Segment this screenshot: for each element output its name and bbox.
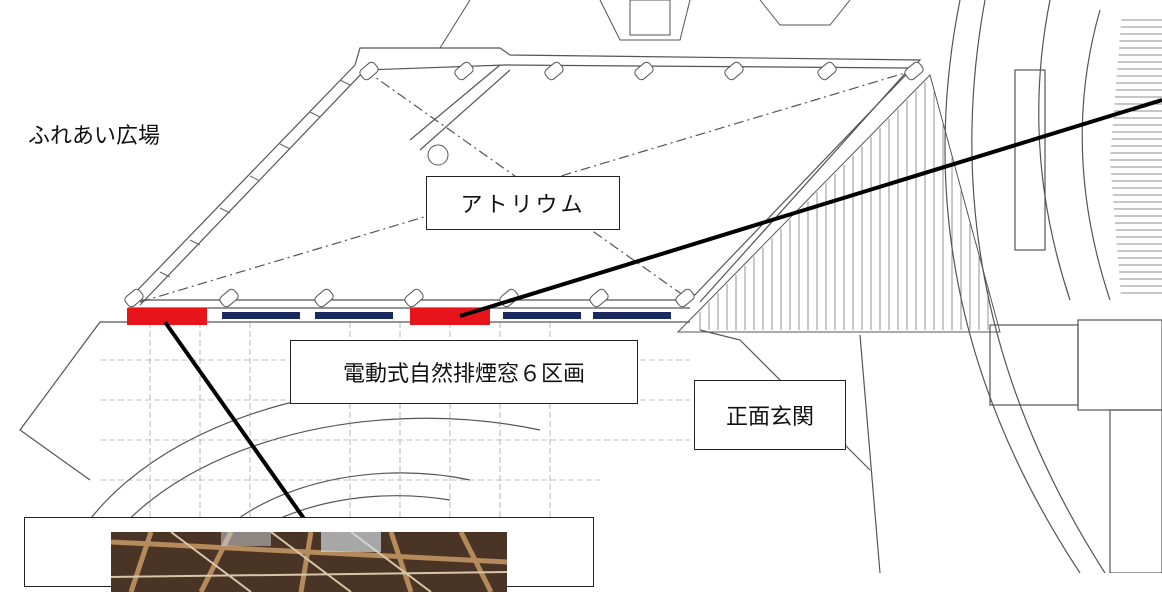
floor-plan-drawing: [19, 0, 1162, 573]
plaza-label: ふれあい広場: [28, 124, 161, 149]
smoke-window-label: 電動式自然排煙窓６区画: [290, 340, 638, 404]
smoke-window-segment: [593, 312, 671, 319]
leader-line-down: [163, 320, 307, 522]
smoke-window-segment: [503, 312, 581, 319]
column-circle: [427, 144, 449, 166]
leader-line-right: [459, 98, 1162, 318]
entrance-canopy: [676, 74, 1001, 333]
smoke-window-segment: [222, 312, 300, 319]
entrance-label: 正面玄関: [694, 380, 846, 450]
smoke-window-segment: [315, 312, 393, 319]
top-structures: [439, 0, 851, 49]
atrium-roof-photo: [111, 532, 507, 592]
theatre-seating: [1110, 19, 1162, 294]
smoke-window-segment: [127, 308, 207, 325]
theatre-outline: [944, 0, 1162, 573]
photo-frame: [24, 517, 594, 592]
atrium-label: アトリウム: [426, 176, 620, 230]
atrium-left-ticks: [159, 79, 351, 278]
